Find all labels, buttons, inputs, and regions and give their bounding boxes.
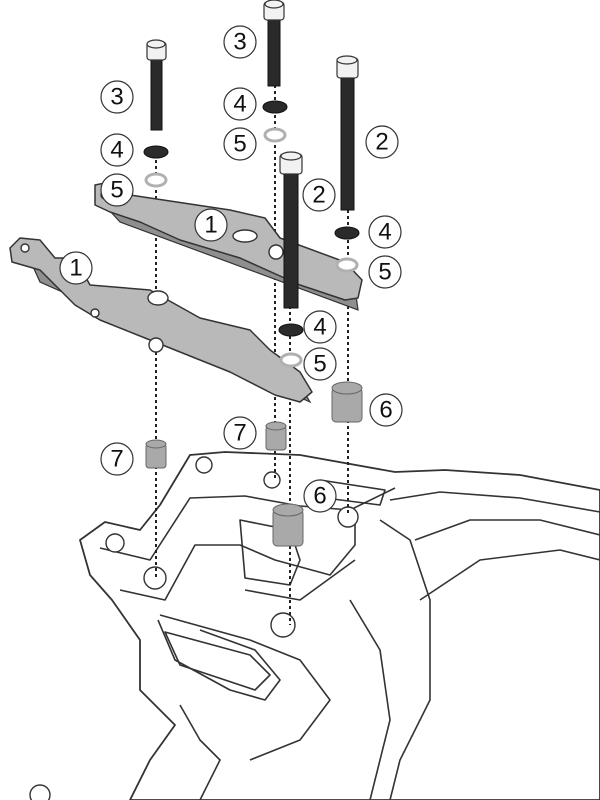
plate-hole [148, 337, 164, 353]
callout-4-center: 4 [223, 87, 257, 121]
plate-hole [90, 308, 100, 318]
bolt-long-right [336, 55, 359, 211]
svg-text:2: 2 [375, 129, 388, 156]
flat-washer [144, 172, 168, 188]
spring-washer [262, 100, 288, 114]
svg-text:1: 1 [69, 255, 82, 282]
flat-washer [279, 352, 303, 368]
spring-washer [143, 145, 169, 159]
callout-1-rear-plate: 1 [194, 208, 228, 242]
frame-hole [195, 456, 213, 474]
callout-3-center-bolt: 3 [223, 25, 257, 59]
rear-frame [79, 451, 600, 800]
spacer-small [145, 439, 167, 469]
svg-text:4: 4 [233, 91, 246, 118]
svg-text:5: 5 [233, 131, 246, 158]
callout-5-right: 5 [368, 255, 402, 289]
plate-hole [20, 243, 30, 253]
callout-5-left: 5 [100, 173, 134, 207]
frame-hole [105, 533, 125, 553]
frame-hole [29, 784, 51, 800]
spacer-large [272, 503, 304, 547]
callout-3-left-bolt: 3 [100, 80, 134, 114]
callout-4-right: 4 [368, 215, 402, 249]
spacer-large [331, 381, 363, 423]
svg-text:6: 6 [313, 483, 326, 510]
svg-text:7: 7 [233, 420, 246, 447]
callout-5-center: 5 [223, 127, 257, 161]
spacer-small [265, 421, 287, 451]
bolt-long-center [279, 151, 303, 309]
callout-4-lower: 4 [303, 310, 337, 344]
plate-slot [147, 290, 169, 306]
svg-text:5: 5 [313, 351, 326, 378]
svg-text:4: 4 [110, 137, 123, 164]
callout-6-lower: 6 [303, 479, 337, 513]
svg-text:3: 3 [233, 29, 246, 56]
callout-2-center-bolt: 2 [302, 178, 336, 212]
callout-1-front-plate: 1 [59, 251, 93, 285]
svg-text:3: 3 [110, 84, 123, 111]
svg-text:4: 4 [378, 219, 391, 246]
flat-washer [335, 257, 359, 273]
svg-text:5: 5 [378, 259, 391, 286]
frame-hole [263, 471, 281, 489]
callout-7-center: 7 [223, 416, 257, 450]
svg-text:7: 7 [110, 446, 123, 473]
callout-2-right-bolt: 2 [365, 125, 399, 159]
plate-slot [232, 229, 258, 243]
callout-7-left: 7 [100, 442, 134, 476]
svg-text:4: 4 [313, 314, 326, 341]
frame-hole [143, 566, 167, 590]
callout-6-upper: 6 [369, 393, 403, 427]
flat-washer [263, 127, 287, 143]
plate-hole [268, 244, 284, 260]
frame-hole [270, 612, 296, 638]
bolt-short-center [263, 0, 285, 87]
svg-text:2: 2 [312, 182, 325, 209]
callout-5-lower: 5 [303, 347, 337, 381]
svg-text:1: 1 [204, 212, 217, 239]
svg-text:5: 5 [110, 177, 123, 204]
spring-washer [334, 226, 360, 240]
bolt-short-left [146, 39, 167, 131]
spring-washer [278, 323, 304, 337]
svg-text:6: 6 [379, 397, 392, 424]
callout-4-left: 4 [100, 133, 134, 167]
